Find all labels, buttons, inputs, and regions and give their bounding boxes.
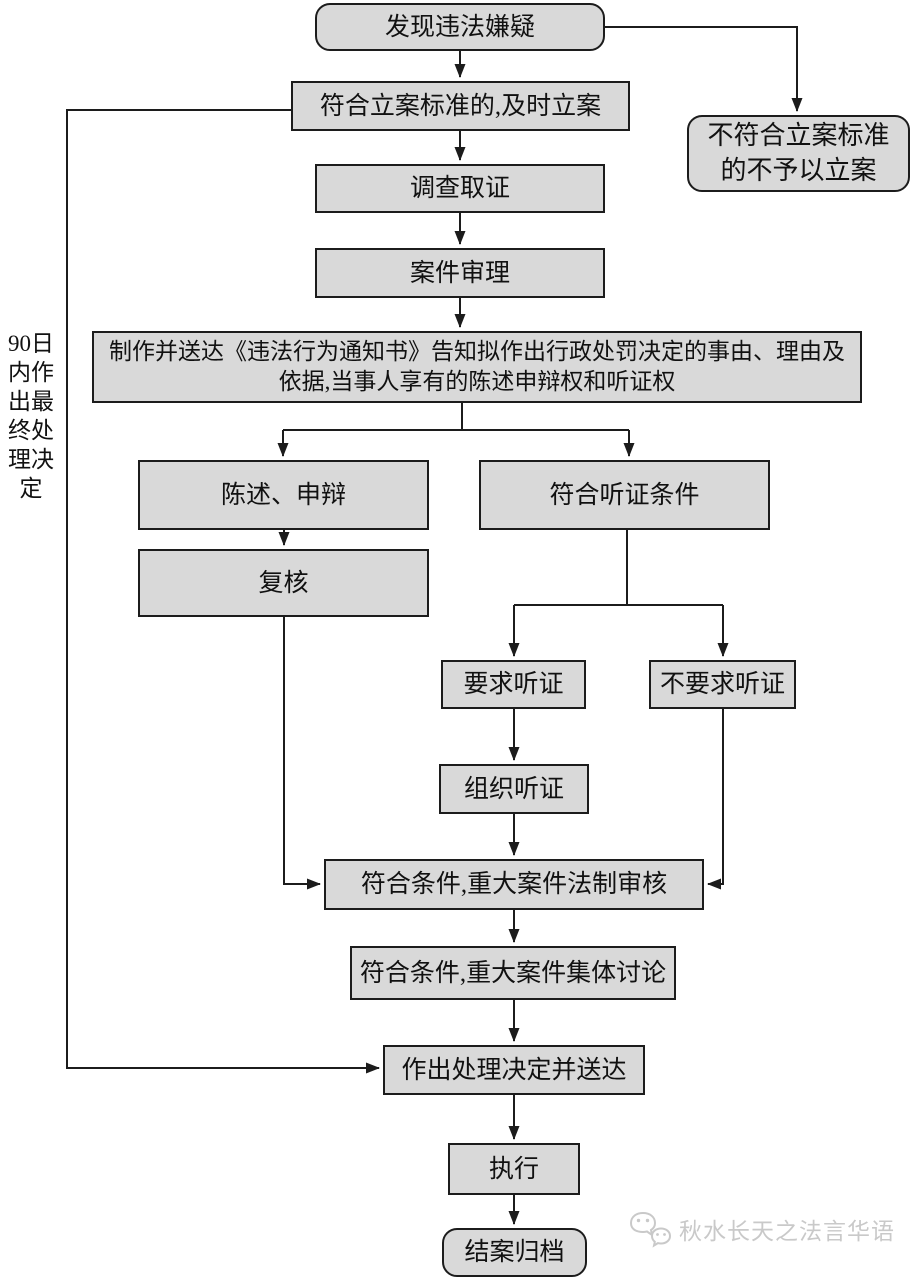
node-no-file-case: 不符合立案标准的不予以立案 — [687, 115, 910, 192]
node-case-archive: 结案归档 — [442, 1228, 587, 1277]
side-note-90-days: 90日内作出最终处理决定 — [8, 331, 54, 501]
watermark: 秋水长天之法言华语 — [628, 1210, 895, 1248]
connector-start-to-nofile — [605, 26, 803, 112]
node-start: 发现违法嫌疑 — [315, 3, 605, 51]
node-no-request-hearing: 不要求听证 — [649, 660, 796, 709]
wechat-icon — [629, 1211, 672, 1248]
node-investigate: 调查取证 — [315, 164, 605, 213]
watermark-text: 秋水长天之法言华语 — [679, 1219, 895, 1244]
connector-90day-bypass — [66, 109, 380, 1074]
node-case-review: 案件审理 — [315, 248, 605, 298]
node-notice: 制作并送达《违法行为通知书》告知拟作出行政处罚决定的事由、理由及依据,当事人享有… — [92, 331, 862, 403]
node-file-case: 符合立案标准的,及时立案 — [291, 81, 630, 131]
node-organize-hearing: 组织听证 — [439, 764, 589, 814]
node-execution: 执行 — [448, 1143, 580, 1195]
node-recheck: 复核 — [138, 549, 429, 617]
node-legal-review: 符合条件,重大案件法制审核 — [324, 859, 704, 910]
node-hearing-condition: 符合听证条件 — [479, 460, 770, 530]
connector-recheck-to-legalreview — [283, 617, 321, 890]
node-statement-defense: 陈述、申辩 — [138, 460, 429, 530]
node-collective-discussion: 符合条件,重大案件集体讨论 — [350, 946, 676, 1000]
connector-norequest-to-legalreview — [707, 709, 724, 890]
node-request-hearing: 要求听证 — [441, 660, 586, 709]
node-decision-delivery: 作出处理决定并送达 — [383, 1045, 645, 1095]
